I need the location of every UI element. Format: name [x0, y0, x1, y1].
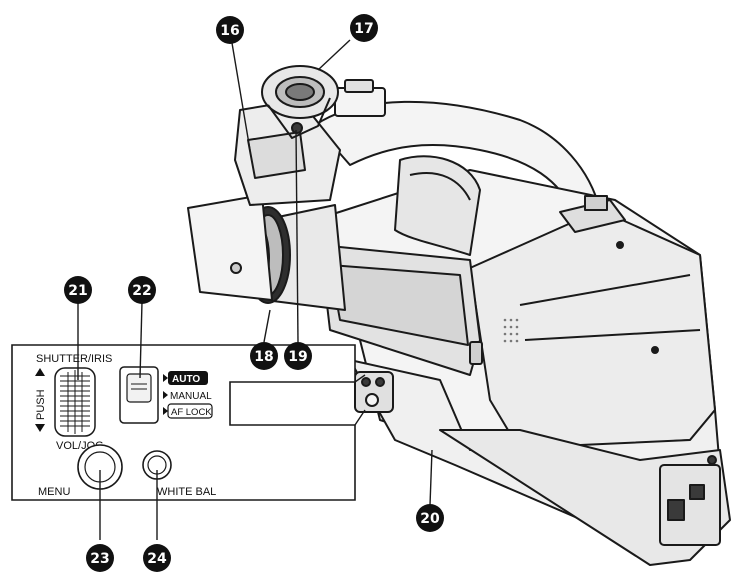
callout-24-number: 24 [147, 551, 167, 567]
hand-grip [394, 155, 481, 256]
callout-20: 20 [416, 504, 444, 532]
diopter-knob [291, 122, 303, 134]
callout-18-number: 18 [254, 349, 273, 365]
mode-manual-tag: MANUAL [163, 391, 212, 402]
callout-18: 18 [250, 342, 278, 370]
callout-19: 19 [284, 342, 312, 370]
menu-label: MENU [38, 486, 70, 498]
speaker-grille [503, 318, 519, 343]
mode-af-lock-label: AF LOCK [171, 407, 212, 418]
callout-19-number: 19 [288, 349, 307, 365]
callout-16-number: 16 [220, 23, 239, 39]
focus-mode-switch [119, 366, 159, 424]
white-bal-label: WHITE BAL [157, 486, 216, 498]
callout-16: 16 [216, 16, 244, 44]
leader-lines [77, 39, 433, 540]
white-bal-button [142, 450, 172, 480]
push-label: PUSH [35, 389, 47, 420]
mode-auto-label: AUTO [172, 374, 200, 385]
callout-22-number: 22 [132, 283, 151, 299]
callout-24: 24 [143, 544, 171, 572]
inset-control-panel: SHUTTER/IRIS PUSH VOL/JOG [11, 344, 366, 501]
menu-button [77, 444, 123, 490]
callout-23: 23 [86, 544, 114, 572]
callout-17: 17 [350, 14, 378, 42]
lens-hood [187, 194, 273, 301]
callout-22: 22 [128, 276, 156, 304]
callout-21: 21 [64, 276, 92, 304]
push-indicator: PUSH [35, 368, 47, 432]
down-arrow-icon [35, 424, 45, 432]
mode-af-lock-tag: AF LOCK [163, 403, 213, 419]
callout-17-number: 17 [354, 21, 373, 37]
mode-auto-tag: AUTO [163, 371, 208, 385]
callout-23-number: 23 [90, 551, 109, 567]
callout-21-number: 21 [68, 283, 87, 299]
callout-20-number: 20 [420, 511, 440, 527]
base-grip [439, 429, 731, 566]
up-arrow-icon [35, 368, 45, 376]
shutter-iris-label: SHUTTER/IRIS [36, 353, 112, 365]
vol-jog-dial [54, 367, 96, 437]
mode-manual-label: MANUAL [170, 391, 212, 402]
camcorder-illustration [187, 65, 731, 566]
